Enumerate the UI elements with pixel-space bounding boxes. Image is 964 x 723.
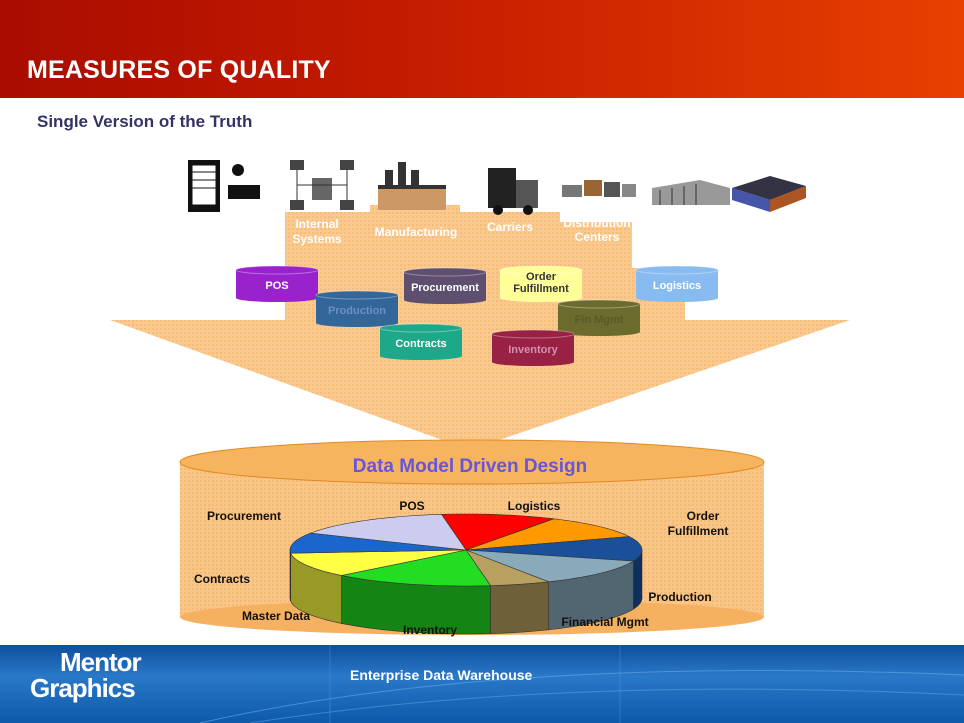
title-bar: MEASURES OF QUALITY — [0, 0, 964, 98]
source-label-carriers: Carriers — [487, 220, 533, 234]
pie-slice-contracts — [289, 532, 467, 554]
point-of-sale-icon — [188, 160, 260, 212]
pie-label-logistics: Logistics — [508, 499, 561, 513]
database-label: Contracts — [395, 338, 446, 350]
warehouse-title: Data Model Driven Design — [353, 456, 587, 477]
database-label: POS — [265, 280, 288, 292]
pie-slice-master-data — [290, 549, 467, 576]
pie-label-procurement: Procurement — [207, 509, 281, 523]
database-label: Procurement — [411, 282, 479, 294]
footer-decoration — [199, 645, 964, 723]
pie-wall-financial-mgmt — [490, 581, 549, 634]
pie-label-contracts: Contracts — [194, 572, 250, 586]
pie-slice-inventory — [341, 549, 492, 587]
pie-label-inventory: Inventory — [403, 623, 457, 637]
source-label-internal: Internal — [295, 217, 338, 231]
source-label-distribution: Distribution — [563, 216, 630, 230]
pie-slice-procurement — [310, 514, 467, 551]
pie-label-pos: POS — [399, 499, 424, 513]
source-label-manufacturing: Manufacturing — [375, 225, 458, 239]
diagram: Data Model Driven Design — [110, 160, 850, 637]
database-contracts: Contracts — [379, 323, 463, 360]
pie-slice-production — [465, 549, 635, 583]
database-label: Fin Mgmt — [575, 314, 624, 326]
building-icon — [732, 176, 806, 212]
pie-label-order: Order — [687, 509, 720, 523]
warehouse-icon — [652, 180, 730, 205]
forklift-icon — [562, 180, 636, 197]
database-inventory: Inventory — [491, 329, 575, 366]
pie-label-fulfillment: Fulfillment — [668, 524, 729, 538]
pie-slice-order-fulfillment — [465, 536, 643, 562]
truck-icon — [488, 168, 538, 215]
footer-text: Enterprise Data Warehouse — [350, 667, 533, 683]
pie-slice-pos — [440, 513, 555, 551]
pie-wall-contracts — [289, 549, 291, 602]
pie-label-production: Production — [648, 590, 711, 604]
network-icon — [290, 160, 354, 210]
database-logistics: Logistics — [635, 265, 719, 302]
pie-slice-financial-mgmt — [465, 549, 549, 586]
factory-icon — [378, 162, 446, 210]
source-label-systems: Systems — [292, 232, 342, 246]
database-pos: POS — [235, 265, 319, 302]
funnel-arrow — [110, 205, 850, 450]
pie-slice-logistics — [465, 518, 631, 551]
mentor-graphics-logo: Mentor Graphics — [30, 647, 142, 703]
database-label: Production — [328, 305, 386, 317]
source-label-centers: Centers — [575, 230, 620, 244]
slide-title: MEASURES OF QUALITY — [27, 56, 331, 84]
database-production: Production — [315, 290, 399, 327]
pie-label-master-data: Master Data — [242, 609, 310, 623]
pie-chart — [289, 513, 643, 635]
database-fin-mgmt: Fin Mgmt — [557, 299, 641, 336]
database-label: Logistics — [653, 280, 701, 292]
footer-bar: Mentor Graphics Enterprise Data Warehous… — [0, 645, 964, 723]
database-label: Inventory — [508, 344, 558, 356]
slide-subtitle: Single Version of the Truth — [37, 112, 253, 131]
pie-label-financial: Financial Mgmt — [561, 615, 648, 629]
database-procurement: Procurement — [403, 267, 487, 304]
